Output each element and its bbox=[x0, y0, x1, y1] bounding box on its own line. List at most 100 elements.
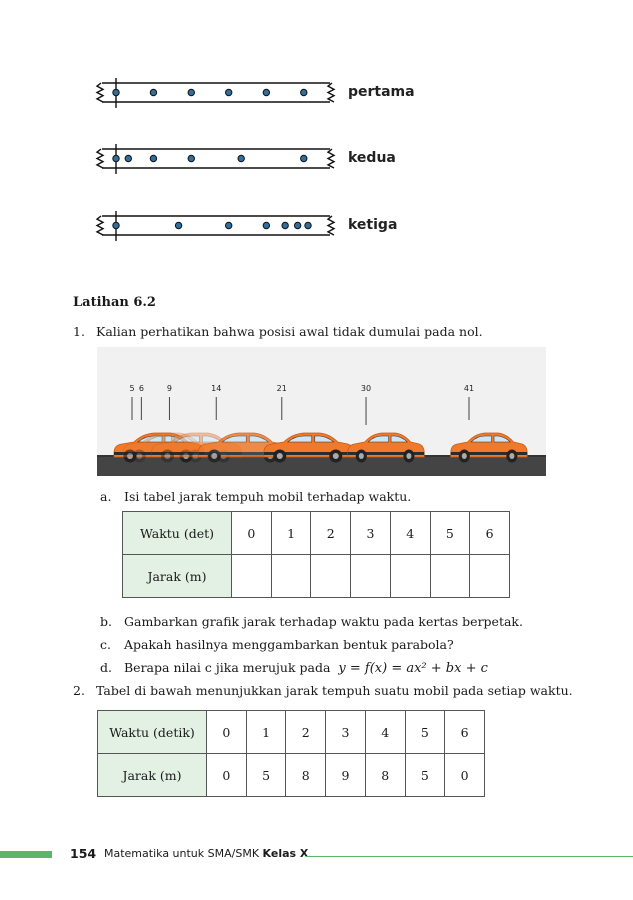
q1-sub-b-text: Gambarkan grafik jarak terhadap waktu pa… bbox=[124, 614, 523, 629]
q2-table-cell: 8 bbox=[364, 753, 406, 797]
tape-dot bbox=[149, 154, 158, 163]
q1-sub-b-letter: b. bbox=[100, 614, 112, 629]
car-position-label: 30 bbox=[361, 384, 371, 393]
q1-table-input-cell[interactable] bbox=[310, 554, 352, 598]
q2-table-cell: 0 bbox=[206, 753, 247, 797]
question-2-text: Tabel di bawah menunjukkan jarak tempuh … bbox=[96, 683, 573, 698]
car-position-label: 6 bbox=[139, 384, 144, 393]
q2-table-cell: 0 bbox=[444, 753, 485, 797]
q1-sub-a-letter: a. bbox=[100, 489, 112, 504]
q2-table-head-jarak: Jarak (m) bbox=[97, 753, 207, 797]
tape-dot bbox=[300, 154, 308, 163]
tape-label-pertama: pertama bbox=[348, 84, 415, 100]
q2-table-cell: 1 bbox=[245, 710, 287, 754]
question-2-number: 2. bbox=[73, 683, 85, 698]
q2-table-row-jarak: Jarak (m) 0 5 8 9 8 5 0 bbox=[97, 753, 485, 797]
q1-table-cell: 2 bbox=[310, 511, 352, 555]
q2-table-cell: 3 bbox=[325, 710, 366, 754]
tape-dot bbox=[225, 221, 233, 230]
q2-table-cell: 8 bbox=[285, 753, 327, 797]
q1-table-cell: 6 bbox=[469, 511, 510, 555]
tape-label-kedua: kedua bbox=[348, 150, 396, 166]
tape-torn-edge-right bbox=[326, 215, 336, 236]
question-1-text: Kalian perhatikan bahwa posisi awal tida… bbox=[96, 324, 483, 339]
q1-sub-d-formula: y = f(x) = ax² + bx + c bbox=[338, 661, 488, 676]
tape-dot bbox=[174, 221, 183, 230]
q1-table-cell: 3 bbox=[350, 511, 391, 555]
q1-table-input-cell[interactable] bbox=[429, 554, 471, 598]
car-position-label: 14 bbox=[211, 384, 221, 393]
tape-dot bbox=[149, 88, 158, 97]
tape-dot bbox=[112, 88, 120, 97]
q1-table-cell: 0 bbox=[231, 511, 272, 555]
tape-dot bbox=[262, 88, 271, 97]
footer-rule bbox=[306, 856, 633, 857]
car-position-label: 21 bbox=[277, 384, 287, 393]
tape-dot bbox=[225, 88, 233, 97]
footer-book-title-line: Matematika untuk SMA/SMK Kelas X bbox=[104, 847, 308, 860]
tape-dot bbox=[187, 154, 195, 163]
question-1-number: 1. bbox=[73, 324, 85, 339]
tape-dot bbox=[304, 221, 312, 230]
q1-sub-d-line: Berapa nilai c jika merujuk pada y = f(x… bbox=[124, 660, 488, 676]
tape-dot bbox=[187, 88, 195, 97]
car-position-label: 41 bbox=[464, 384, 474, 393]
q2-table-cell: 0 bbox=[206, 710, 247, 754]
tape-dot bbox=[124, 154, 132, 163]
q1-table-cell: 4 bbox=[389, 511, 431, 555]
tape-dot bbox=[237, 154, 245, 163]
q1-table-cell: 5 bbox=[429, 511, 471, 555]
q2-table-cell: 2 bbox=[285, 710, 327, 754]
q2-table-cell: 6 bbox=[444, 710, 485, 754]
q1-table-cell: 1 bbox=[270, 511, 312, 555]
section-title: Latihan 6.2 bbox=[73, 295, 156, 310]
car-position-label: 5 bbox=[129, 384, 134, 393]
car-position-label: 9 bbox=[167, 384, 172, 393]
q1-sub-d-text: Berapa nilai c jika merujuk pada bbox=[124, 660, 331, 675]
q1-sub-c-text: Apakah hasilnya menggambarkan bentuk par… bbox=[124, 637, 454, 652]
tape-torn-edge-left bbox=[95, 82, 105, 103]
tape-torn-edge-right bbox=[326, 148, 336, 169]
q2-table-cell: 5 bbox=[404, 753, 446, 797]
footer-accent-bar bbox=[0, 851, 52, 858]
q1-sub-a-text: Isi tabel jarak tempuh mobil terhadap wa… bbox=[124, 489, 412, 504]
ticker-tape-kedua bbox=[95, 144, 336, 174]
q1-table-row-jarak: Jarak (m) bbox=[122, 554, 510, 598]
tape-dot bbox=[112, 221, 120, 230]
q2-table-cell: 4 bbox=[364, 710, 406, 754]
q1-table-input-cell[interactable] bbox=[469, 554, 510, 598]
q1-sub-c-letter: c. bbox=[100, 637, 111, 652]
q2-table-cell: 5 bbox=[245, 753, 287, 797]
tape-torn-edge-left bbox=[95, 148, 105, 169]
tape-dot bbox=[293, 221, 302, 230]
tape-torn-edge-right bbox=[326, 82, 336, 103]
q1-table-input-cell[interactable] bbox=[389, 554, 431, 598]
q1-table-head-jarak: Jarak (m) bbox=[122, 554, 232, 598]
q2-table: Waktu (detik) 0 1 2 3 4 5 6 Jarak (m) 0 … bbox=[97, 710, 485, 797]
footer-book-title: Matematika untuk SMA/SMK bbox=[104, 847, 260, 860]
tape-dot bbox=[112, 154, 120, 163]
q2-table-cell: 5 bbox=[404, 710, 446, 754]
tape-dot bbox=[262, 221, 271, 230]
q1-table: Waktu (det) 0 1 2 3 4 5 6 Jarak (m) bbox=[122, 511, 510, 598]
ticker-tape-ketiga bbox=[95, 211, 336, 241]
q2-table-head-waktu: Waktu (detik) bbox=[97, 710, 207, 754]
page-number: 154 bbox=[70, 846, 97, 861]
q2-table-cell: 9 bbox=[325, 753, 366, 797]
ticker-tape-pertama bbox=[95, 78, 336, 108]
road bbox=[97, 455, 546, 476]
footer-book-class: Kelas X bbox=[262, 847, 309, 860]
q2-table-row-waktu: Waktu (detik) 0 1 2 3 4 5 6 bbox=[97, 710, 485, 754]
q1-table-head-waktu: Waktu (det) bbox=[122, 511, 232, 555]
tape-label-ketiga: ketiga bbox=[348, 217, 398, 233]
q1-sub-d-letter: d. bbox=[100, 660, 112, 675]
tape-dot bbox=[300, 88, 308, 97]
q1-table-input-cell[interactable] bbox=[350, 554, 391, 598]
q1-table-row-waktu: Waktu (det) 0 1 2 3 4 5 6 bbox=[122, 511, 510, 555]
tape-dot bbox=[281, 221, 289, 230]
q1-table-input-cell[interactable] bbox=[231, 554, 272, 598]
q1-table-input-cell[interactable] bbox=[270, 554, 312, 598]
tape-torn-edge-left bbox=[95, 215, 105, 236]
